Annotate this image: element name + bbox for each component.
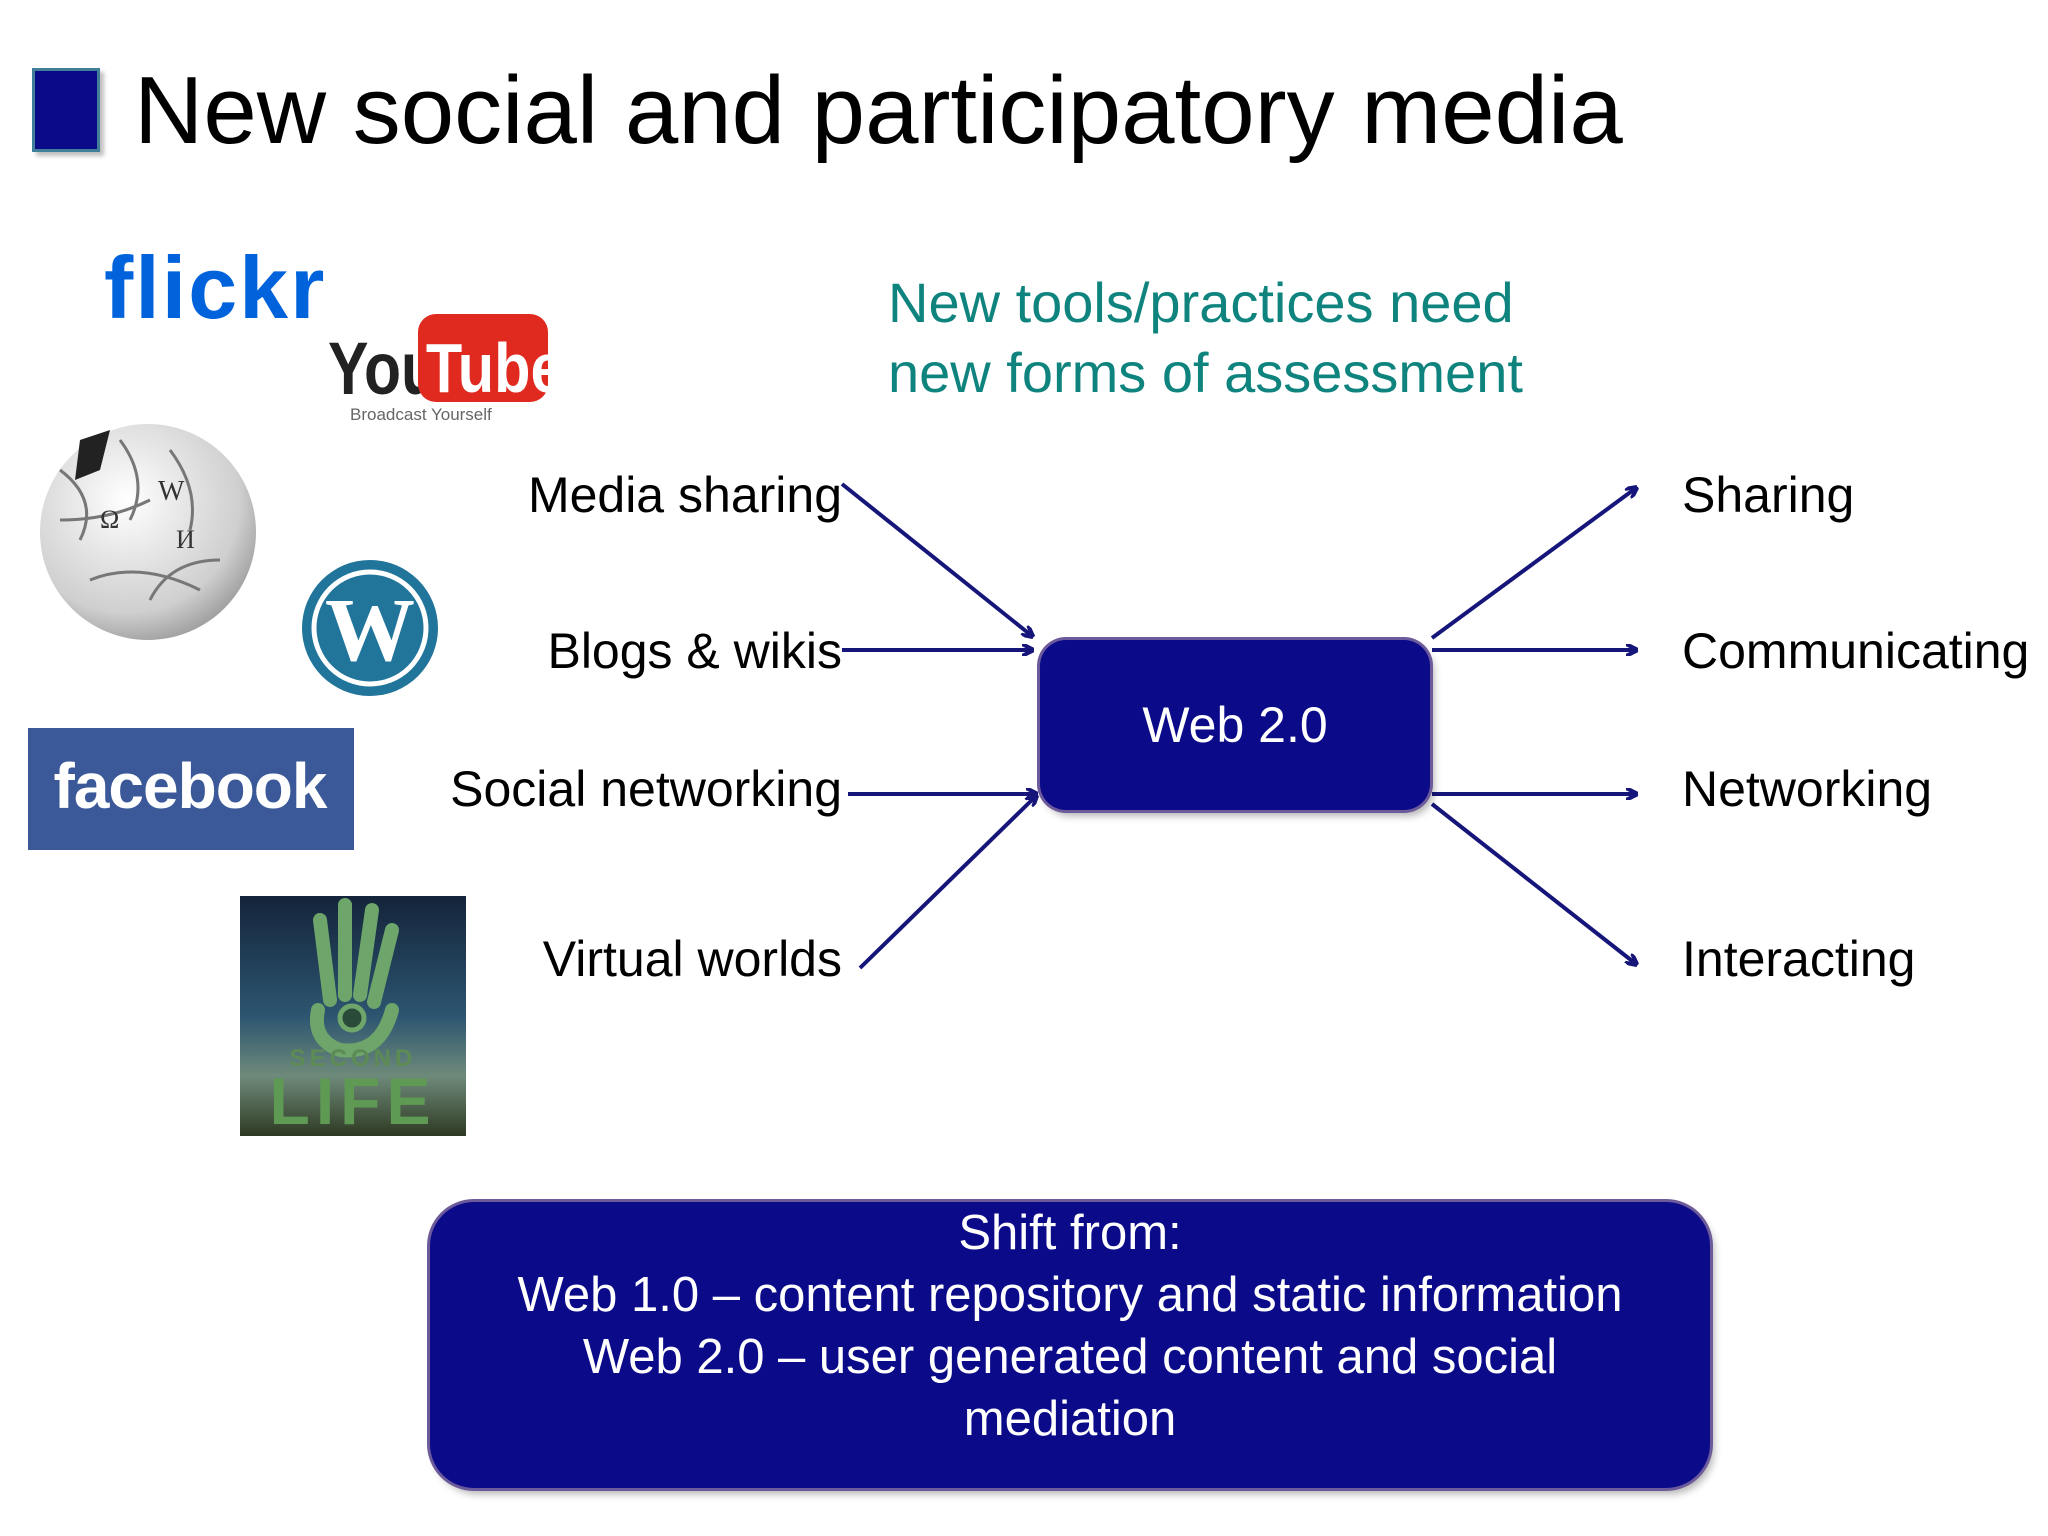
- wordpress-logo-icon: W: [302, 560, 438, 696]
- shift-line-web1: Web 1.0 – content repository and static …: [517, 1268, 1623, 1322]
- facebook-logo: facebook: [28, 728, 354, 850]
- svg-text:W: W: [158, 476, 185, 507]
- svg-text:И: И: [176, 525, 195, 554]
- svg-text:Ω: Ω: [100, 505, 119, 534]
- second-life-bottom-text: LIFE: [270, 1064, 437, 1138]
- output-communicating: Communicating: [1682, 623, 2030, 679]
- youtube-tube-text: Tube: [426, 328, 564, 407]
- arrow-media-sharing: [840, 482, 1032, 636]
- shift-summary-box: Shift from: Web 1.0 – content repository…: [430, 1202, 1710, 1488]
- subtitle-line-1: New tools/practices need: [888, 271, 1514, 334]
- shift-line-web2: Web 2.0 – user generated content and soc…: [582, 1330, 1558, 1384]
- input-blogs-wikis: Blogs & wikis: [547, 623, 842, 679]
- facebook-wordmark: facebook: [54, 750, 328, 822]
- arrow-sharing: [1430, 488, 1636, 640]
- second-life-top-text: SECOND: [290, 1045, 417, 1072]
- subtitle: New tools/practices need new forms of as…: [888, 268, 1523, 408]
- output-networking: Networking: [1682, 761, 1933, 817]
- output-sharing: Sharing: [1682, 467, 1855, 523]
- web2-center-label: Web 2.0: [1142, 697, 1328, 753]
- flickr-logo: flickr: [104, 238, 326, 337]
- youtube-tagline: Broadcast Yourself: [350, 405, 492, 424]
- shift-line-mediation: mediation: [963, 1392, 1177, 1446]
- title-bullet-square: [32, 68, 100, 152]
- arrow-interacting: [1430, 802, 1636, 964]
- wikipedia-globe-icon: Ω W И: [40, 424, 256, 640]
- slide-title: New social and participatory media: [134, 57, 1623, 164]
- input-media-sharing: Media sharing: [527, 467, 842, 523]
- youtube-logo: You Tube Broadcast Yourself: [328, 314, 564, 424]
- output-interacting: Interacting: [1682, 931, 1916, 987]
- flickr-wordmark: flickr: [104, 238, 326, 337]
- input-social-networking: Social networking: [450, 761, 842, 817]
- input-virtual-worlds: Virtual worlds: [542, 931, 842, 987]
- shift-heading: Shift from:: [958, 1206, 1182, 1260]
- svg-text:W: W: [325, 581, 415, 680]
- subtitle-line-2: new forms of assessment: [888, 341, 1523, 404]
- youtube-tube-badge: [418, 314, 548, 402]
- second-life-logo: SECOND LIFE: [240, 896, 466, 1138]
- arrow-virtual-worlds: [858, 796, 1036, 970]
- web2-center-box: Web 2.0: [1040, 640, 1430, 810]
